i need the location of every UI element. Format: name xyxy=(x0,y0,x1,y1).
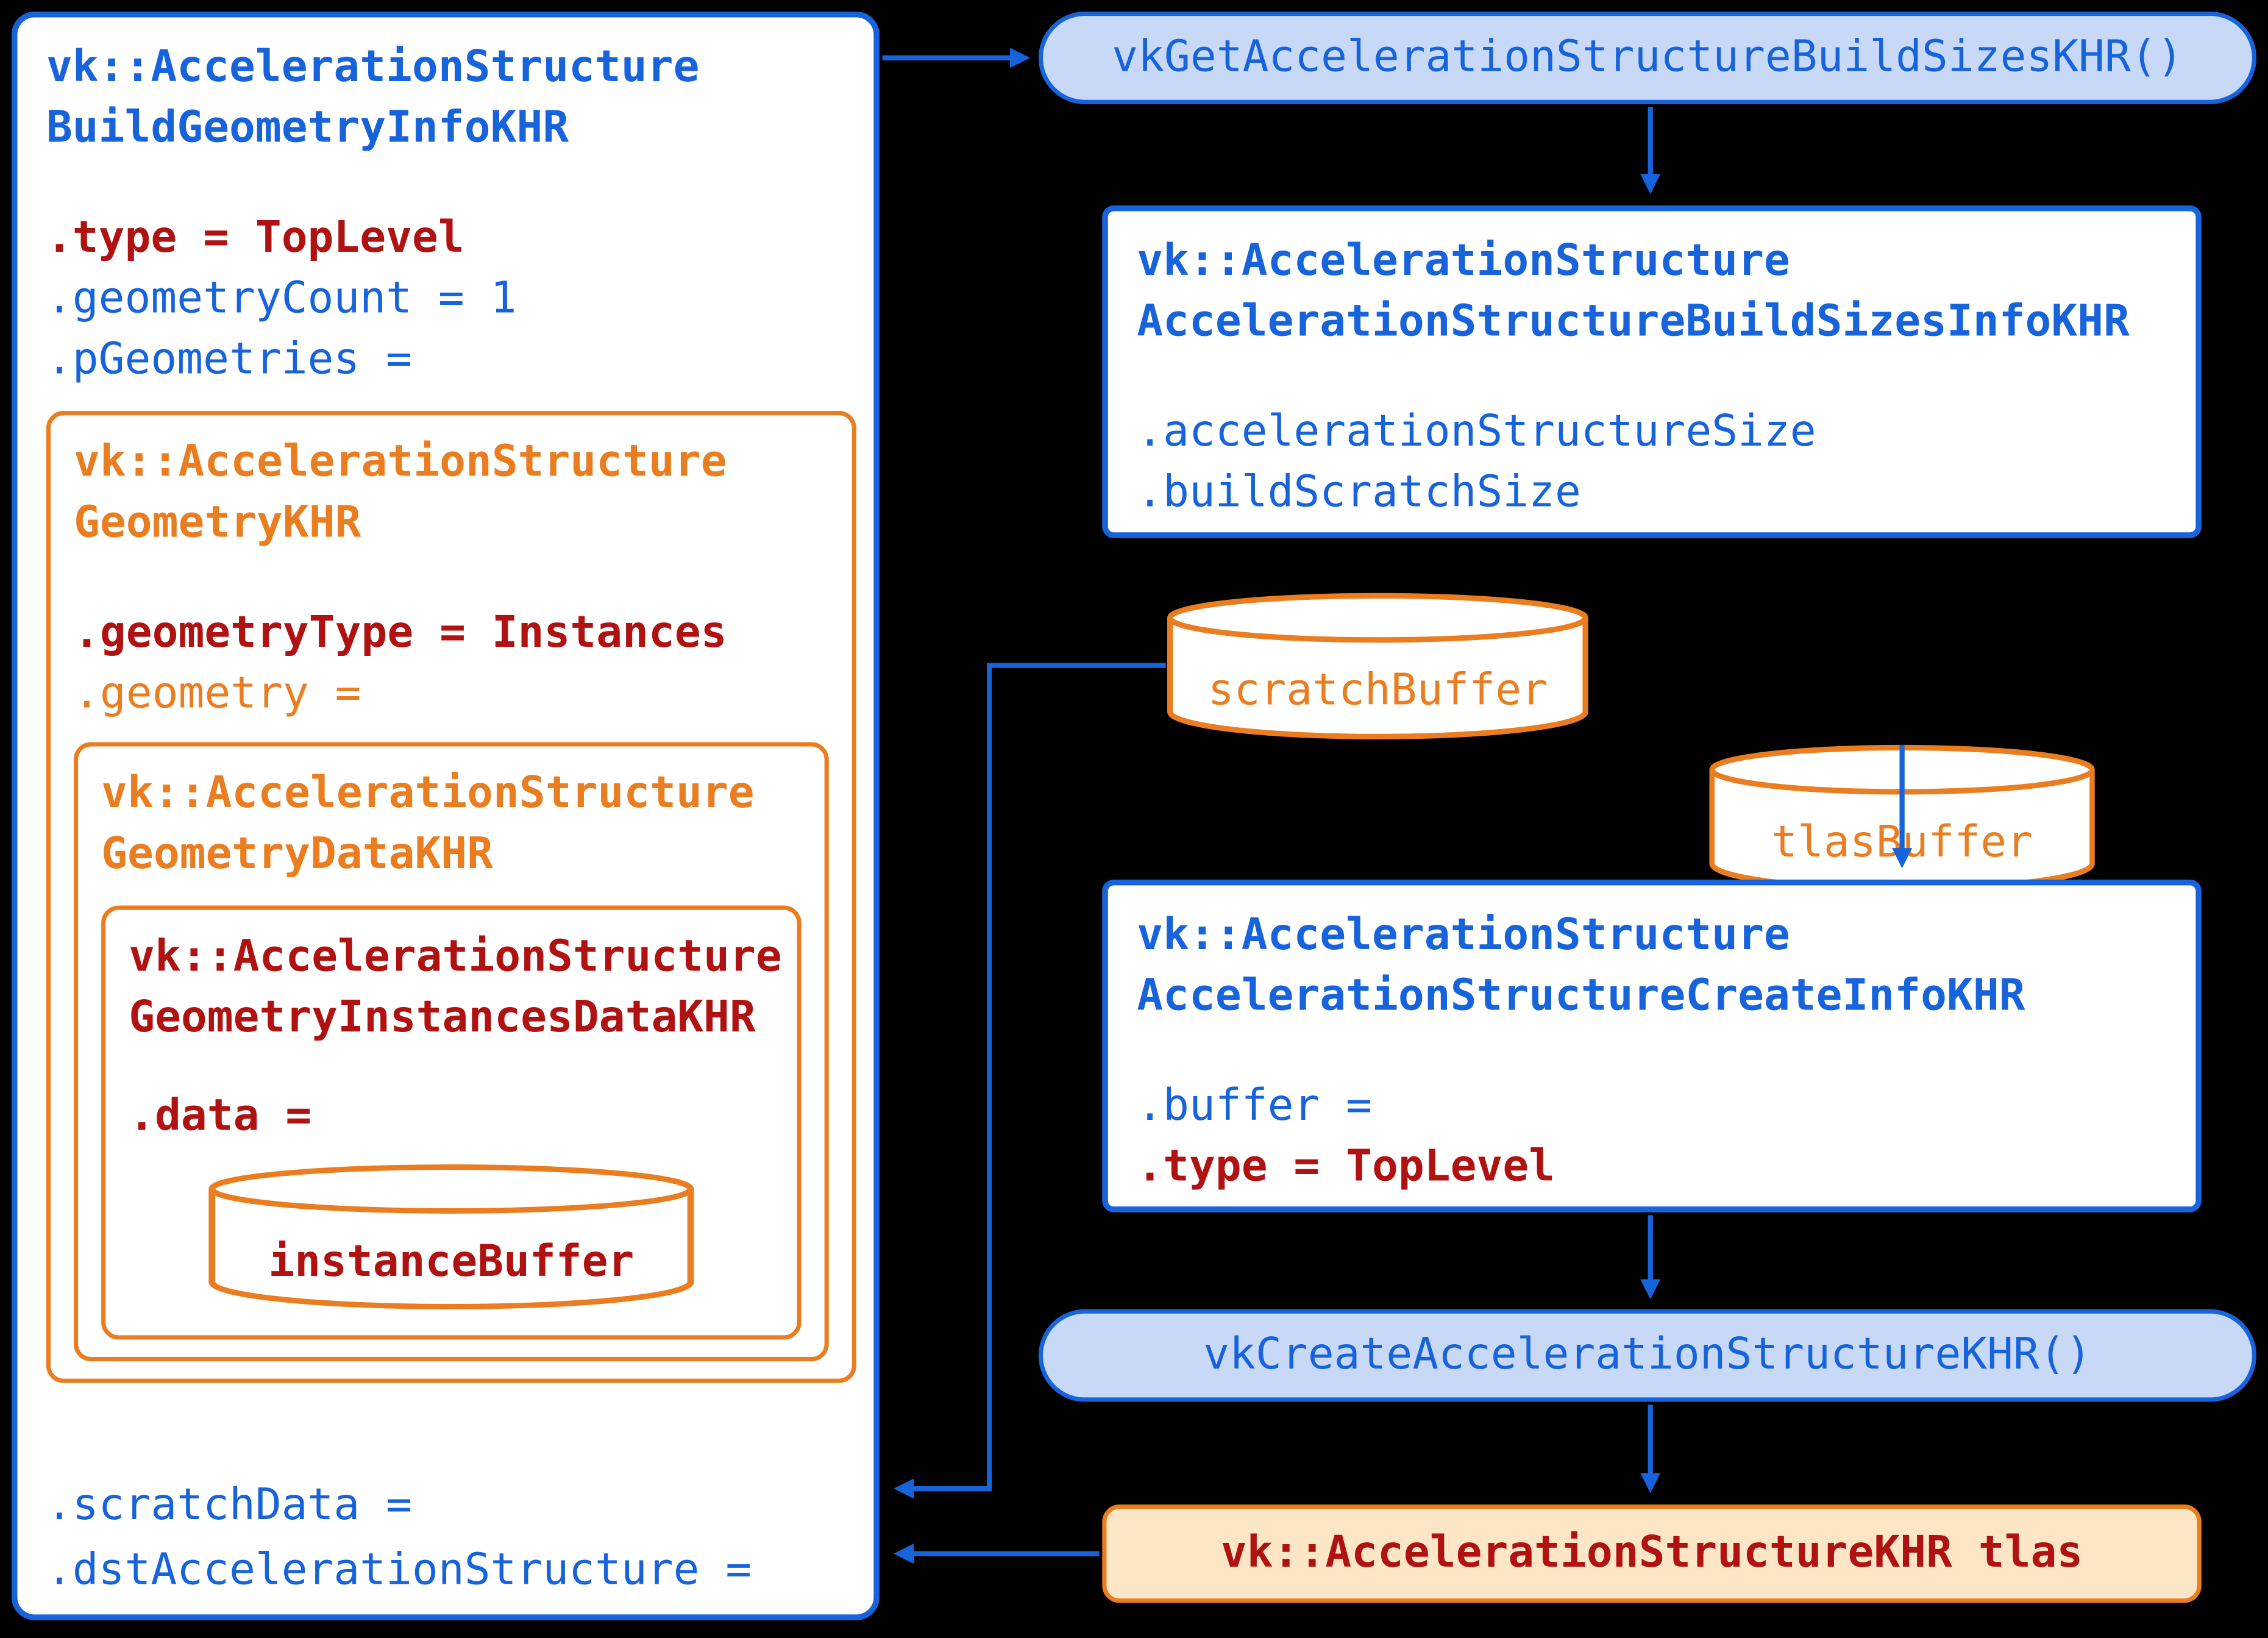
spacer xyxy=(129,1049,773,1086)
build-geometry-info-box: vk::AccelerationStructure BuildGeometryI… xyxy=(11,11,880,1620)
cylinder-icon xyxy=(208,1164,694,1309)
geometry-data-khr-box: vk::AccelerationStructure GeometryDataKH… xyxy=(74,742,829,1362)
field-build-scratch-size: .buildScratchSize xyxy=(1137,467,1581,518)
field-pgeometries: .pGeometries = xyxy=(46,334,413,385)
geometry-instances-title-line1: vk::AccelerationStructure xyxy=(129,931,782,983)
create-acceleration-structure-label: vkCreateAccelerationStructureKHR() xyxy=(1203,1329,2092,1380)
get-build-sizes-pill: vkGetAccelerationStructureBuildSizesKHR(… xyxy=(1038,11,2257,104)
scratch-buffer-cylinder: scratchBuffer xyxy=(1164,590,1591,742)
geometry-instances-data-khr-box: vk::AccelerationStructure GeometryInstan… xyxy=(101,905,802,1340)
field-acceleration-structure-size: .accelerationStructureSize xyxy=(1137,406,1816,457)
build-geometry-info-title-line1: vk::AccelerationStructure xyxy=(46,41,700,93)
create-info-title-line2: AccelerationStructureCreateInfoKHR xyxy=(1137,970,2025,1022)
scratch-buffer-label: scratchBuffer xyxy=(1207,666,1548,717)
geometry-data-khr-title-line1: vk::AccelerationStructure xyxy=(101,768,755,819)
field-geometry-count: .geometryCount = 1 xyxy=(46,273,517,324)
field-type: .type = TopLevel xyxy=(46,212,464,263)
geometry-khr-box: vk::AccelerationStructure GeometryKHR .g… xyxy=(46,410,856,1383)
geometry-khr-title-line1: vk::AccelerationStructure xyxy=(74,436,727,488)
build-geometry-info-title-line2: BuildGeometryInfoKHR xyxy=(46,102,569,154)
field-buffer: .buffer = xyxy=(1137,1080,1373,1131)
tlas-var-label: tlas xyxy=(1952,1527,2083,1579)
build-sizes-title-line2: AccelerationStructureBuildSizesInfoKHR xyxy=(1137,296,2130,347)
tlas-buffer-cylinder: tlasBuffer xyxy=(1707,742,2097,894)
field-dst-acceleration-structure: .dstAccelerationStructure = xyxy=(46,1545,752,1596)
field-data: .data = xyxy=(129,1091,312,1142)
create-acceleration-structure-pill: vkCreateAccelerationStructureKHR() xyxy=(1038,1309,2257,1402)
spacer xyxy=(74,554,829,604)
create-info-title-line1: vk::AccelerationStructure xyxy=(1137,910,1790,961)
geometry-instances-title-line2: GeometryInstancesDataKHR xyxy=(129,992,756,1044)
get-build-sizes-label: vkGetAccelerationStructureBuildSizesKHR(… xyxy=(1112,32,2183,83)
tlas-result-box: vk::AccelerationStructureKHR tlas xyxy=(1102,1504,2202,1603)
field-scratch-data: .scratchData = xyxy=(46,1480,413,1531)
tlas-type-label: vk::AccelerationStructureKHR xyxy=(1220,1527,1952,1579)
create-info-box: vk::AccelerationStructure AccelerationSt… xyxy=(1102,879,2202,1212)
build-sizes-title-line1: vk::AccelerationStructure xyxy=(1137,235,1790,287)
field-geometry-type: .geometryType = Instances xyxy=(74,607,727,658)
field-create-type: .type = TopLevel xyxy=(1137,1141,1555,1192)
spacer xyxy=(1137,353,2169,402)
field-geometry: .geometry = xyxy=(74,668,361,719)
instance-buffer-label: instanceBuffer xyxy=(268,1236,635,1287)
geometry-data-khr-title-line2: GeometryDataKHR xyxy=(101,828,494,880)
cylinder-icon xyxy=(1167,593,1588,739)
instance-buffer-cylinder: instanceBuffer xyxy=(205,1162,697,1312)
spacer xyxy=(46,159,850,208)
spacer xyxy=(1137,1027,2169,1077)
build-sizes-info-box: vk::AccelerationStructure AccelerationSt… xyxy=(1102,205,2202,538)
geometry-khr-title-line2: GeometryKHR xyxy=(74,497,361,549)
